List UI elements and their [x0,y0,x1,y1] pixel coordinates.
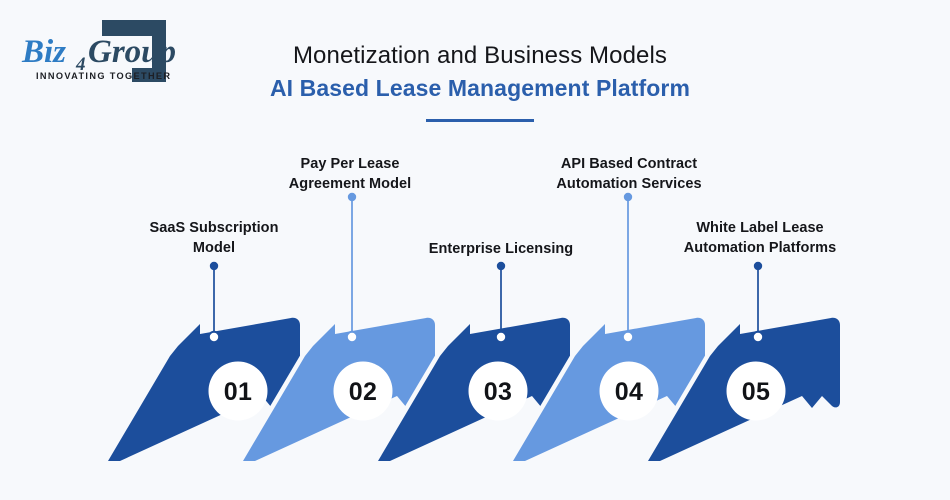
step-label-02: Pay Per Lease Agreement Model [288,156,412,192]
connector-ring-marker [751,330,765,344]
connector-dot [753,261,763,271]
svg-text:Biz: Biz [21,34,66,70]
step-number-badge-03[interactable]: 03 [468,361,528,421]
step-number-circle [468,361,528,421]
step-label-05: White Label Lease Automation Platforms [683,220,837,256]
svg-text:Group: Group [88,34,176,70]
brand-logo: Biz 4 Group INNOVATING TOGETHER [14,12,180,88]
step-label-03: Enterprise Licensing [428,241,574,257]
connector-dot [347,192,357,202]
page-title: Monetization and Business Models [292,42,668,69]
step-number-text: 05 [742,378,771,406]
step-number-badge-04[interactable]: 04 [599,361,659,421]
connector-dot [496,261,506,271]
page-header: Monetization and Business Models AI Base… [250,42,710,123]
step-number-circle [599,361,659,421]
connector-03 [494,261,508,344]
biz4group-logo-icon: Biz 4 Group INNOVATING TOGETHER [21,20,176,82]
connector-ring-marker [621,330,635,344]
connector-ring-marker [494,330,508,344]
svg-text:4: 4 [75,54,86,75]
connector-05 [751,261,765,344]
connector-dot [623,192,633,202]
step-number-circle [208,361,268,421]
connector-ring-marker [345,330,359,344]
step-number-circle [333,361,393,421]
step-number-text: 04 [615,378,644,406]
step-number-badge-02[interactable]: 02 [333,361,393,421]
step-label-01: SaaS Subscription Model [149,220,279,256]
connector-01 [207,261,221,344]
step-label-04: API Based Contract Automation Services [556,156,702,192]
connector-dot [209,261,219,271]
step-number-badge-05[interactable]: 05 [726,361,786,421]
connector-04 [621,192,635,344]
step-number-circle [726,361,786,421]
step-number-badge-01[interactable]: 01 [208,361,268,421]
step-number-text: 01 [224,378,253,406]
connector-02 [345,192,359,344]
arrow-shape [108,317,300,461]
title-underline [426,119,534,123]
svg-text:INNOVATING TOGETHER: INNOVATING TOGETHER [36,71,171,81]
connector-ring-marker [207,330,221,344]
step-number-text: 03 [484,378,513,406]
step-number-text: 02 [349,378,378,406]
page-subtitle: AI Based Lease Management Platform [269,75,691,102]
